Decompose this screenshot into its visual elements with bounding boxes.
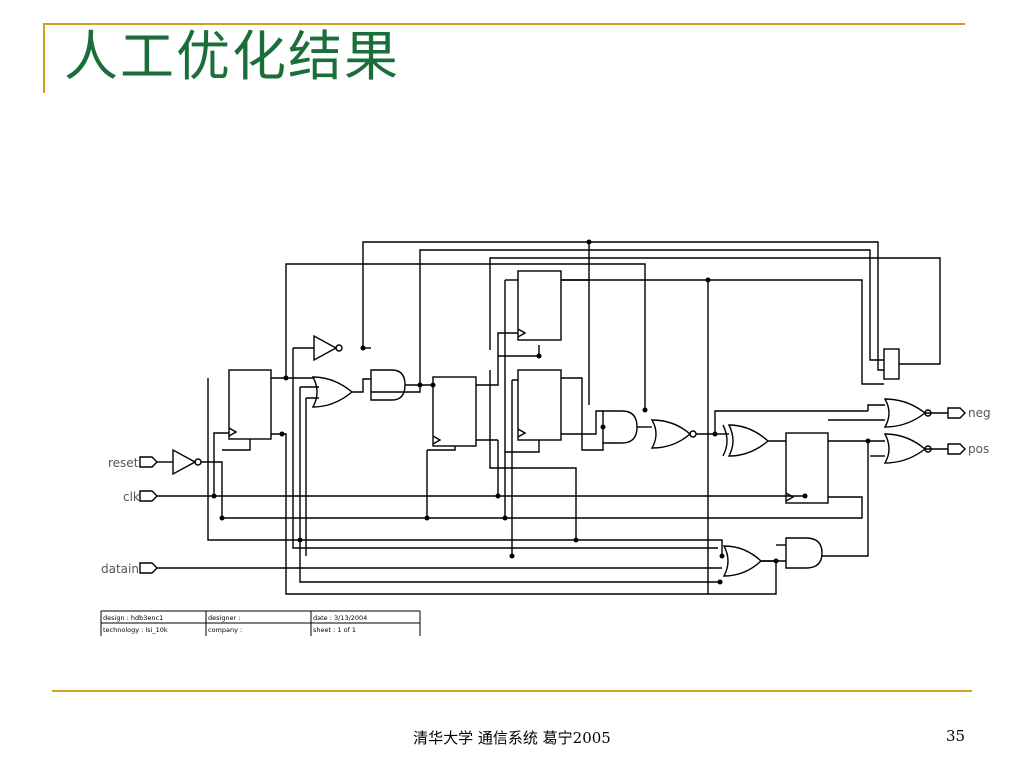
footer-text: 清华大学 通信系统 葛宁2005 — [413, 729, 611, 747]
clk-label: clk — [123, 490, 140, 504]
neg-port-icon — [947, 407, 966, 419]
neg-label: neg — [968, 406, 991, 420]
or-gate-bottom — [722, 545, 763, 577]
nor-gate-neg — [883, 398, 927, 428]
flip-flop-2 — [432, 376, 477, 447]
schematic-title-block: design : hdb3enc1 designer : date : 3/13… — [100, 610, 421, 636]
flip-flop-5 — [785, 432, 829, 504]
flip-flop-small — [883, 348, 900, 380]
bottom-accent-line — [52, 690, 972, 692]
pos-label: pos — [968, 442, 989, 456]
title-block-design: design : hdb3enc1 — [103, 614, 163, 622]
nor-gate-pos — [883, 433, 927, 464]
datain-label: datain — [101, 562, 139, 576]
title-block-technology: technology : lsi_10k — [103, 626, 168, 634]
title-block-date: date : 3/13/2004 — [313, 614, 367, 622]
title-block-company: company : — [208, 626, 242, 634]
left-accent-line — [43, 23, 45, 93]
pos-port-icon — [947, 443, 966, 455]
datain-port-icon — [139, 562, 158, 574]
flip-flop-4 — [517, 369, 562, 441]
and-gate-1 — [370, 369, 406, 401]
inverter-reset — [172, 448, 197, 476]
and-gate-bottom — [785, 537, 823, 569]
title-block-sheet: sheet : 1 of 1 — [313, 626, 356, 634]
reset-port-icon — [139, 456, 158, 468]
or-gate-1 — [311, 376, 354, 408]
page-number: 35 — [946, 727, 966, 745]
title-block-designer: designer : — [208, 614, 241, 622]
reset-label: reset — [108, 456, 139, 470]
xor-gate — [727, 424, 770, 457]
top-accent-line — [43, 23, 965, 25]
clk-port-icon — [139, 490, 158, 502]
inverter-top — [313, 334, 338, 362]
flip-flop-1 — [228, 369, 272, 440]
flip-flop-3 — [517, 270, 562, 341]
and-gate-2 — [602, 410, 638, 444]
nor-gate-1 — [650, 419, 692, 449]
slide-title: 人工优化结果 — [64, 25, 400, 88]
